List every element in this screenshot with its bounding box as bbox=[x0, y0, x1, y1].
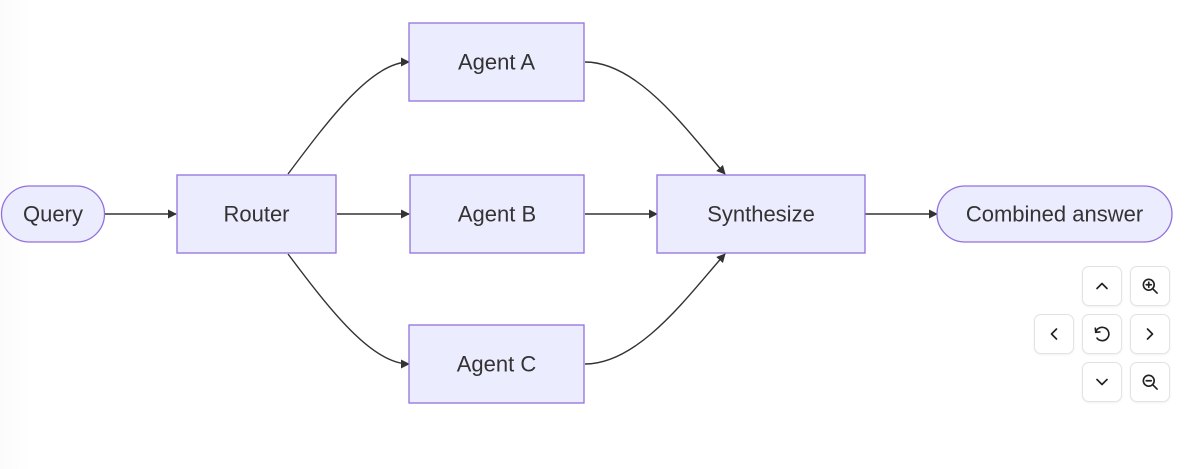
pan-down-button[interactable] bbox=[1082, 362, 1122, 402]
node-query-shape bbox=[0, 185, 106, 243]
node-agent-b-label: Agent B bbox=[458, 202, 536, 227]
chevron-left-icon bbox=[1050, 328, 1058, 340]
edge-agent-a-synthesize bbox=[584, 61, 726, 175]
node-agent-a: Agent A bbox=[408, 22, 585, 102]
reset-icon bbox=[1094, 326, 1110, 342]
node-combined-answer-shape bbox=[936, 185, 1173, 243]
node-router-shape bbox=[176, 174, 337, 254]
chevron-down-icon bbox=[1096, 378, 1108, 386]
node-agent-c-label: Agent C bbox=[457, 352, 537, 377]
zoom-in-button[interactable] bbox=[1130, 266, 1170, 306]
node-router-label: Router bbox=[223, 202, 289, 227]
node-agent-a-label: Agent A bbox=[458, 50, 535, 75]
node-combined-answer-label: Combined answer bbox=[966, 202, 1143, 227]
node-combined-answer: Combined answer bbox=[936, 185, 1173, 243]
edge-router-agent-c bbox=[287, 253, 410, 369]
reset-view-button[interactable] bbox=[1082, 314, 1122, 354]
node-agent-a-shape bbox=[408, 22, 585, 102]
node-synthesize: Synthesize bbox=[656, 174, 866, 254]
node-router: Router bbox=[176, 174, 337, 254]
zoom-out-button[interactable] bbox=[1130, 362, 1170, 402]
node-agent-c: Agent C bbox=[408, 324, 585, 404]
pan-right-button[interactable] bbox=[1130, 314, 1170, 354]
node-agent-c-shape bbox=[408, 324, 585, 404]
pan-left-button[interactable] bbox=[1034, 314, 1074, 354]
edge-agent-c-synthesize bbox=[584, 253, 726, 365]
node-synthesize-shape bbox=[656, 174, 866, 254]
node-synthesize-label: Synthesize bbox=[707, 202, 815, 227]
zoom-in-icon bbox=[1142, 278, 1158, 294]
node-query-label: Query bbox=[23, 202, 83, 227]
edge-router-agent-a bbox=[287, 57, 410, 175]
zoom-out-icon bbox=[1142, 374, 1158, 390]
node-agent-b-shape bbox=[409, 174, 585, 254]
edges bbox=[105, 57, 938, 369]
pan-zoom-controls bbox=[1034, 266, 1174, 406]
node-agent-b: Agent B bbox=[409, 174, 585, 254]
pan-up-button[interactable] bbox=[1082, 266, 1122, 306]
chevron-up-icon bbox=[1096, 282, 1108, 290]
node-query: Query bbox=[0, 185, 106, 243]
chevron-right-icon bbox=[1146, 328, 1154, 340]
